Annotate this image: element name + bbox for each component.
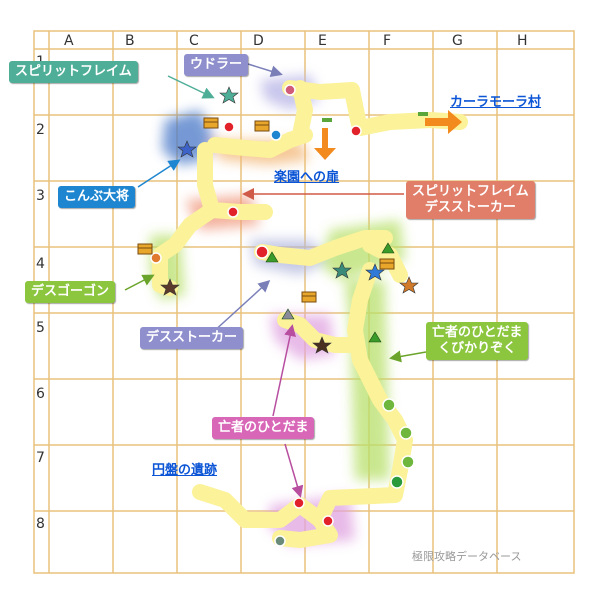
star-icon [312,336,332,354]
col-f: F [383,33,391,49]
dungeon-paths [152,80,468,548]
star-icons [160,86,419,354]
label-spirit-flame: スピリットフレイム [9,61,138,83]
other-markers [150,84,415,547]
gate-marker [322,118,332,122]
row-8: 8 [36,516,45,532]
row-5: 5 [36,320,45,336]
col-a: A [64,33,74,49]
row-7: 7 [36,450,45,466]
label-boukon-green-line1: 亡者のひとだま [432,325,523,340]
row-3: 3 [36,188,45,204]
col-d: D [253,33,264,49]
triangle-icon [368,331,382,343]
triangle-icon [265,251,279,263]
col-g: G [452,33,463,49]
label-boukon-green-line2: くびかりぞく [438,341,517,356]
link-enban[interactable]: 円盤の遺跡 [152,463,218,478]
label-konbu: こんぶ大将 [58,186,136,208]
label-death-gorgon: デスゴーゴン [25,281,116,303]
label-spirit-death-line2: デスストーカー [424,200,516,215]
treasure-chest-icon [137,243,153,255]
label-udora: ウドラー [184,54,249,76]
row-6: 6 [36,386,45,402]
col-e: E [318,33,327,49]
treasure-chest-icons [137,117,395,303]
star-icon [160,278,180,296]
triangle-icon [381,242,395,254]
label-pointers [124,63,427,498]
treasure-chest-icon [379,258,395,270]
watermark: 極限攻略データベース [412,550,522,563]
label-boukon-pink: 亡者のひとだま [212,417,315,439]
right-arrow-icon [425,110,462,134]
treasure-chest-icon [203,117,219,129]
star-icon [332,261,352,279]
treasure-chest-icon [254,120,270,132]
star-icon [399,276,419,294]
label-spirit-death-line1: スピリットフレイム [412,184,529,199]
link-karamora[interactable]: カーラモーラ村 [450,95,542,110]
down-arrow-icon [314,128,336,160]
triangle-icons [265,242,395,343]
col-c: C [189,33,199,49]
col-h: H [517,33,528,49]
label-boukon-green: 亡者のひとだま くびかりぞく [426,322,529,360]
label-death-stalker: デスストーカー [140,327,244,349]
gate-marker [418,112,428,116]
label-spirit-death: スピリットフレイム デスストーカー [406,181,535,219]
gates [322,112,428,122]
triangle-icon [281,308,295,320]
row-2: 2 [36,122,45,138]
star-icon [365,263,385,281]
treasure-chest-icon [301,291,317,303]
star-icon [219,86,239,104]
red-markers [223,121,362,527]
column-headers: A B C D E F G H [64,33,528,49]
col-b: B [125,33,135,49]
row-4: 4 [36,256,45,272]
link-rakuen[interactable]: 楽園への扉 [274,170,340,185]
star-icon [177,140,197,158]
exit-arrows [314,110,462,160]
